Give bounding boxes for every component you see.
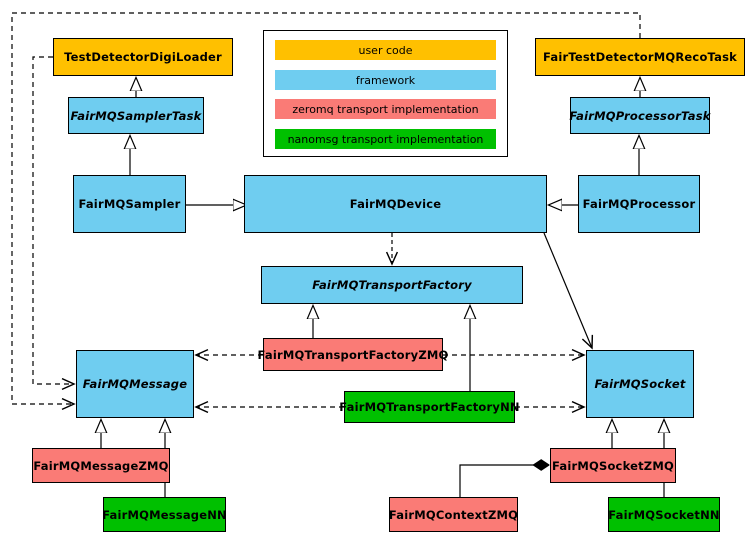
class-box-fairmqtransportfactory[interactable]: FairMQTransportFactory — [261, 266, 523, 304]
class-box-fairmqdevice[interactable]: FairMQDevice — [244, 175, 547, 233]
legend-item-zeromq: zeromq transport implementation — [275, 99, 496, 119]
class-box-fairmqsocket[interactable]: FairMQSocket — [586, 350, 694, 418]
class-box-fairmqmessagenn[interactable]: FairMQMessageNN — [102, 497, 227, 532]
class-box-fairmqprocessor[interactable]: FairMQProcessor — [578, 175, 700, 233]
edge-device-socket — [543, 232, 592, 348]
class-box-fairmqsocketzmq[interactable]: FairMQSocketZMQ — [550, 448, 676, 483]
class-box-fairtestdetectormqrecotask[interactable]: FairTestDetectorMQRecoTask — [535, 38, 745, 76]
class-box-fairmqtransportfactorynn[interactable]: FairMQTransportFactoryNN — [339, 391, 520, 423]
legend-item-user-code: user code — [275, 40, 496, 60]
class-box-fairmqprocessortask[interactable]: FairMQProcessorTask — [569, 97, 710, 134]
class-box-fairmqcontextzmq[interactable]: FairMQContextZMQ — [389, 497, 518, 532]
class-box-fairmqsampler[interactable]: FairMQSampler — [73, 175, 186, 233]
legend-panel: user code framework zeromq transport imp… — [263, 30, 508, 157]
class-box-testdetectordigiloader[interactable]: TestDetectorDigiLoader — [53, 38, 233, 76]
class-box-fairmqmessage[interactable]: FairMQMessage — [76, 350, 194, 418]
edge-contextzmq-socketzmq — [459, 465, 549, 497]
legend-item-framework: framework — [275, 70, 496, 90]
class-box-fairmqtransportfactoryzmq[interactable]: FairMQTransportFactoryZMQ — [258, 338, 448, 371]
legend-item-nanomsg: nanomsg transport implementation — [275, 129, 496, 149]
class-box-fairmqsocketnn[interactable]: FairMQSocketNN — [608, 497, 720, 532]
class-box-fairmqmessagezmq[interactable]: FairMQMessageZMQ — [32, 448, 170, 483]
class-box-fairmqsamplertask[interactable]: FairMQSamplerTask — [68, 97, 204, 134]
